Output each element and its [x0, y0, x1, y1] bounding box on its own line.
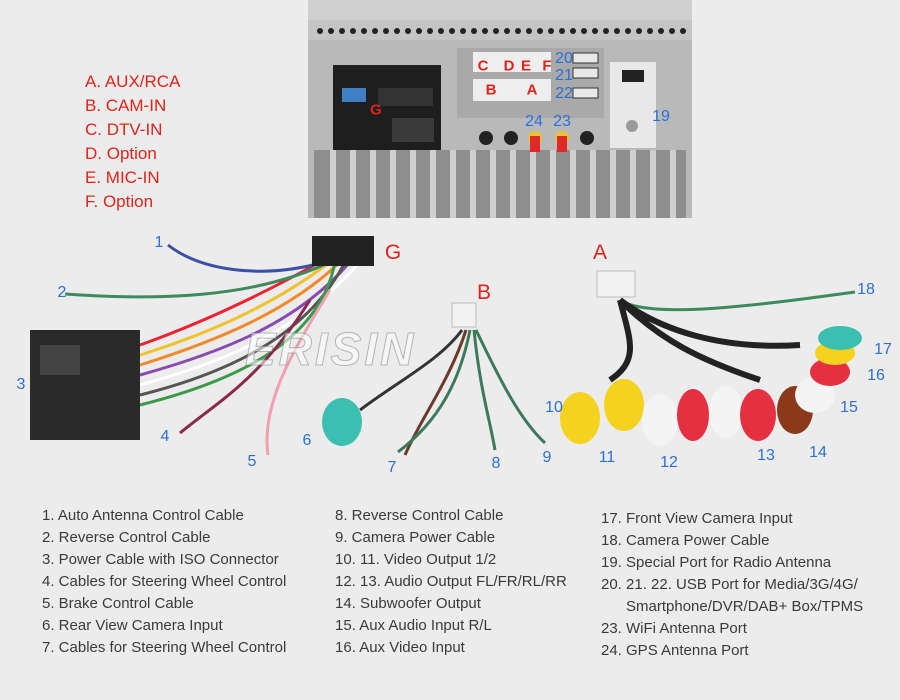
description-item: 18. Camera Power Cable [601, 532, 770, 549]
callout-2: 2 [57, 284, 67, 301]
callout-7: 7 [387, 459, 397, 476]
description-item: 2. Reverse Control Cable [42, 529, 211, 546]
harness-label-g: G [384, 241, 402, 264]
description-item: 19. Special Port for Radio Antenna [601, 554, 832, 571]
harness-label-b: B [476, 281, 492, 304]
callout-16: 16 [867, 367, 885, 384]
unit-label-c: C [477, 57, 489, 75]
unit-label-d: D [503, 57, 515, 75]
unit-label-f: F [542, 57, 552, 75]
legend-item: F. Option [85, 192, 154, 211]
callout-17: 17 [874, 341, 892, 358]
description-column-1: 1. Auto Antenna Control Cable 2. Reverse… [42, 505, 286, 659]
head-unit [308, 0, 692, 218]
callout-6: 6 [302, 432, 312, 449]
description-column-3: 17. Front View Camera Input 18. Camera P… [601, 508, 863, 662]
unit-label-g: G [370, 101, 382, 119]
description-item: 1. Auto Antenna Control Cable [42, 507, 244, 524]
description-item: 15. Aux Audio Input R/L [335, 617, 492, 634]
unit-label-e: E [520, 57, 532, 75]
rca-harness [560, 270, 862, 446]
legend-item: A. AUX/RCA [85, 72, 181, 91]
callout-22: 22 [555, 85, 573, 102]
callout-11: 11 [598, 449, 616, 466]
callout-18: 18 [857, 281, 875, 298]
callout-4: 4 [160, 428, 170, 445]
description-item: 3. Power Cable with ISO Connector [42, 551, 279, 568]
legend-item: D. Option [85, 144, 157, 163]
description-item: 9. Camera Power Cable [335, 529, 496, 546]
callout-20: 20 [555, 50, 573, 67]
callout-21: 21 [555, 67, 573, 84]
description-item: 7. Cables for Steering Wheel Control [42, 639, 287, 656]
callout-12: 12 [660, 454, 678, 471]
port-legend: A. AUX/RCA B. CAM-IN C. DTV-IN D. Option… [85, 70, 180, 214]
description-item: 14. Subwoofer Output [335, 595, 481, 612]
description-item: 12. 13. Audio Output FL/FR/RL/RR [335, 573, 567, 590]
description-item: 8. Reverse Control Cable [335, 507, 504, 524]
callout-10: 10 [545, 399, 563, 416]
callout-5: 5 [247, 453, 257, 470]
callout-19: 19 [652, 108, 670, 125]
description-item: 23. WiFi Antenna Port [601, 620, 747, 637]
callout-9: 9 [542, 449, 552, 466]
unit-label-a: A [526, 81, 538, 99]
unit-label-b: B [485, 81, 497, 99]
callout-23: 23 [553, 113, 571, 130]
description-item: 6. Rear View Camera Input [42, 617, 223, 634]
description-item: 16. Aux Video Input [335, 639, 465, 656]
camera-harness [322, 302, 547, 456]
callout-14: 14 [809, 444, 827, 461]
description-item: 4. Cables for Steering Wheel Control [42, 573, 287, 590]
callout-3: 3 [16, 376, 26, 393]
harness-label-a: A [592, 241, 608, 264]
legend-item: B. CAM-IN [85, 96, 167, 115]
description-item: 10. 11. Video Output 1/2 [335, 551, 497, 568]
callout-24: 24 [525, 113, 543, 130]
description-column-2: 8. Reverse Control Cable 9. Camera Power… [335, 505, 567, 659]
legend-item: C. DTV-IN [85, 120, 163, 139]
callout-13: 13 [757, 447, 775, 464]
description-item: 5. Brake Control Cable [42, 595, 194, 612]
callout-1: 1 [154, 234, 164, 251]
description-item: Smartphone/DVR/DAB+ Box/TPMS [626, 598, 864, 615]
callout-8: 8 [491, 455, 501, 472]
iso-harness [30, 236, 374, 456]
description-item: 20. 21. 22. USB Port for Media/3G/4G/ [601, 576, 858, 593]
description-item: 17. Front View Camera Input [601, 510, 793, 527]
callout-15: 15 [840, 399, 858, 416]
description-item: 24. GPS Antenna Port [601, 642, 749, 659]
watermark-logo: ERISIN [244, 323, 417, 376]
legend-item: E. MIC-IN [85, 168, 160, 187]
